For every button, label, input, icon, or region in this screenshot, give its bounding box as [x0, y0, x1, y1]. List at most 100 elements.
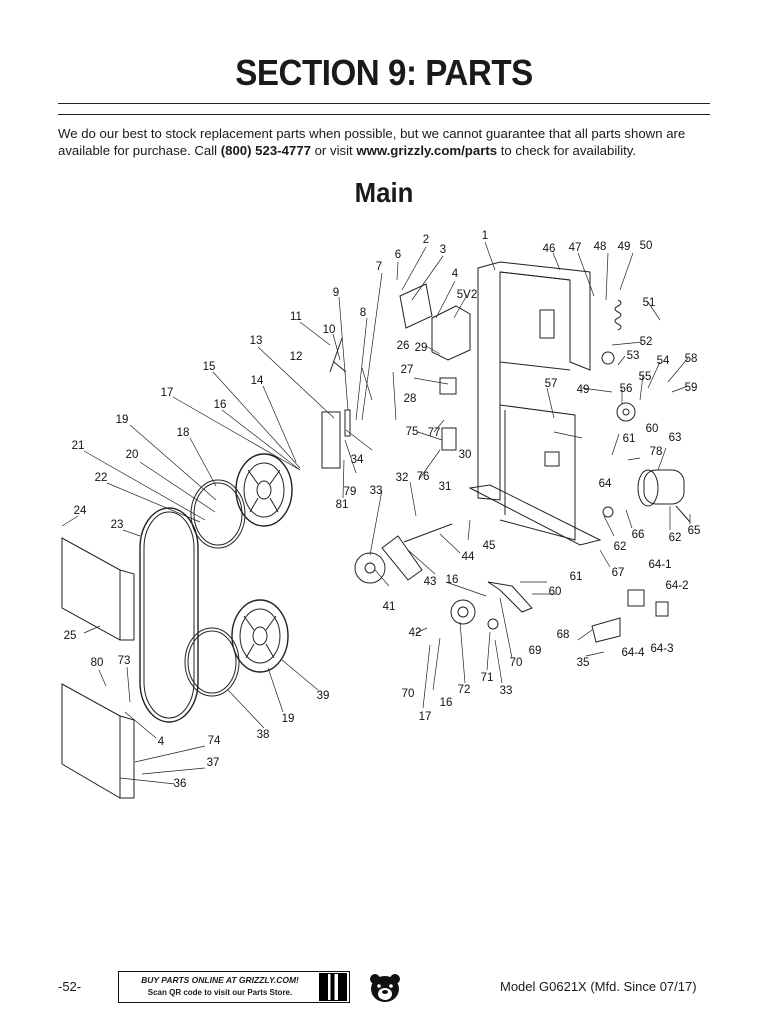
callout-61-2: 61 [570, 571, 583, 583]
callout-45: 45 [483, 540, 496, 552]
callout-78: 78 [650, 446, 663, 458]
callout-70-2: 70 [402, 688, 415, 700]
callout-8: 8 [360, 307, 366, 319]
callout-22: 22 [95, 472, 108, 484]
frame-window-2 [544, 451, 560, 467]
intro-text-after: to check for availability. [497, 143, 637, 158]
callout-38: 38 [257, 729, 270, 741]
cover-plate-64-2 [655, 601, 669, 617]
callout-55: 55 [639, 371, 652, 383]
callout-18: 18 [177, 427, 190, 439]
callout-17-2: 17 [419, 711, 432, 723]
bottom-tire [184, 627, 240, 697]
callout-67: 67 [612, 567, 625, 579]
callout-47: 47 [569, 242, 582, 254]
callout-42: 42 [409, 627, 422, 639]
title-rule-top [58, 103, 710, 104]
callout-5V2: 5V2 [457, 289, 477, 301]
grizzly-bear-logo-icon [370, 974, 400, 1002]
cover-plate-64-1 [627, 589, 645, 607]
title-rule-bottom [58, 114, 710, 115]
callout-80: 80 [91, 657, 104, 669]
tension-handle [329, 337, 347, 373]
gear-53 [601, 351, 615, 365]
bottom-wheel [231, 599, 289, 673]
diagram-title: Main [354, 177, 414, 208]
diagram-drawing [61, 241, 691, 799]
shaft-44 [403, 523, 453, 543]
callout-27: 27 [401, 364, 414, 376]
callout-16: 16 [214, 399, 227, 411]
gear-62 [602, 506, 614, 518]
callout-23: 23 [111, 519, 124, 531]
upper-wheel-cover [61, 537, 135, 641]
page-title: SECTION 9: PARTS [235, 52, 533, 93]
callout-70: 70 [510, 657, 523, 669]
buy-parts-box[interactable]: BUY PARTS ONLINE AT GRIZZLY.COM! Scan QR… [118, 971, 350, 1003]
callout-21: 21 [72, 440, 85, 452]
callout-49-2: 49 [577, 384, 590, 396]
parts-url-link[interactable]: www.grizzly.com/parts [356, 143, 498, 158]
callout-64-3: 64-3 [650, 643, 673, 655]
callout-53: 53 [627, 350, 640, 362]
callout-11: 11 [290, 311, 302, 323]
callout-61: 61 [623, 433, 636, 445]
v-belt-1 [381, 535, 423, 581]
callout-69: 69 [529, 645, 542, 657]
motor-pulley [450, 599, 476, 625]
top-wheel [235, 453, 293, 527]
callout-33-2: 33 [500, 685, 513, 697]
callout-66: 66 [632, 529, 645, 541]
intro-text-before: We do our best to stock replacement part… [58, 126, 686, 158]
callout-4: 4 [452, 268, 459, 280]
callout-37: 37 [207, 757, 220, 769]
callout-7: 7 [376, 261, 382, 273]
callout-64: 64 [599, 478, 612, 490]
callout-19: 19 [116, 414, 129, 426]
frame-body [499, 271, 576, 541]
motor-plate [399, 283, 433, 329]
top-tire [190, 479, 246, 549]
callout-76: 76 [417, 471, 430, 483]
callout-64-4: 64-4 [621, 647, 645, 659]
callout-15: 15 [203, 361, 216, 373]
callout-64-1: 64-1 [648, 559, 671, 571]
callout-49: 49 [618, 241, 631, 253]
frame-window [539, 309, 555, 339]
callout-16-2: 16 [446, 574, 459, 586]
callout-51: 51 [643, 297, 656, 309]
callout-10: 10 [323, 324, 336, 336]
callout-26: 26 [397, 340, 410, 352]
callout-36: 36 [174, 778, 187, 790]
tension-bracket [321, 411, 341, 469]
callout-4-2: 4 [158, 736, 165, 748]
callout-12: 12 [290, 351, 303, 363]
callout-17: 17 [161, 387, 174, 399]
qr-code-icon[interactable] [319, 973, 347, 1001]
callout-16-3: 16 [440, 697, 453, 709]
guide-wheel [616, 402, 636, 422]
phone-number[interactable]: (800) 523-4777 [220, 143, 311, 158]
callout-77: 77 [428, 427, 441, 439]
callout-64-2: 64-2 [665, 580, 688, 592]
callout-20: 20 [126, 449, 139, 461]
callout-74: 74 [208, 735, 221, 747]
callout-79: 79 [344, 486, 357, 498]
callout-50: 50 [640, 240, 653, 252]
callout-73: 73 [118, 655, 131, 667]
callout-2: 2 [423, 234, 429, 246]
callout-60: 60 [646, 423, 659, 435]
switch-box [431, 305, 471, 361]
callout-14: 14 [251, 375, 264, 387]
callout-81: 81 [336, 499, 349, 511]
callout-41: 41 [383, 601, 396, 613]
callout-68: 68 [557, 629, 570, 641]
callout-54: 54 [657, 355, 670, 367]
callout-39: 39 [317, 690, 330, 702]
callout-60-2: 60 [549, 586, 562, 598]
callout-25: 25 [64, 630, 77, 642]
callout-44: 44 [462, 551, 475, 563]
callout-72: 72 [458, 684, 471, 696]
callout-63: 63 [669, 432, 682, 444]
